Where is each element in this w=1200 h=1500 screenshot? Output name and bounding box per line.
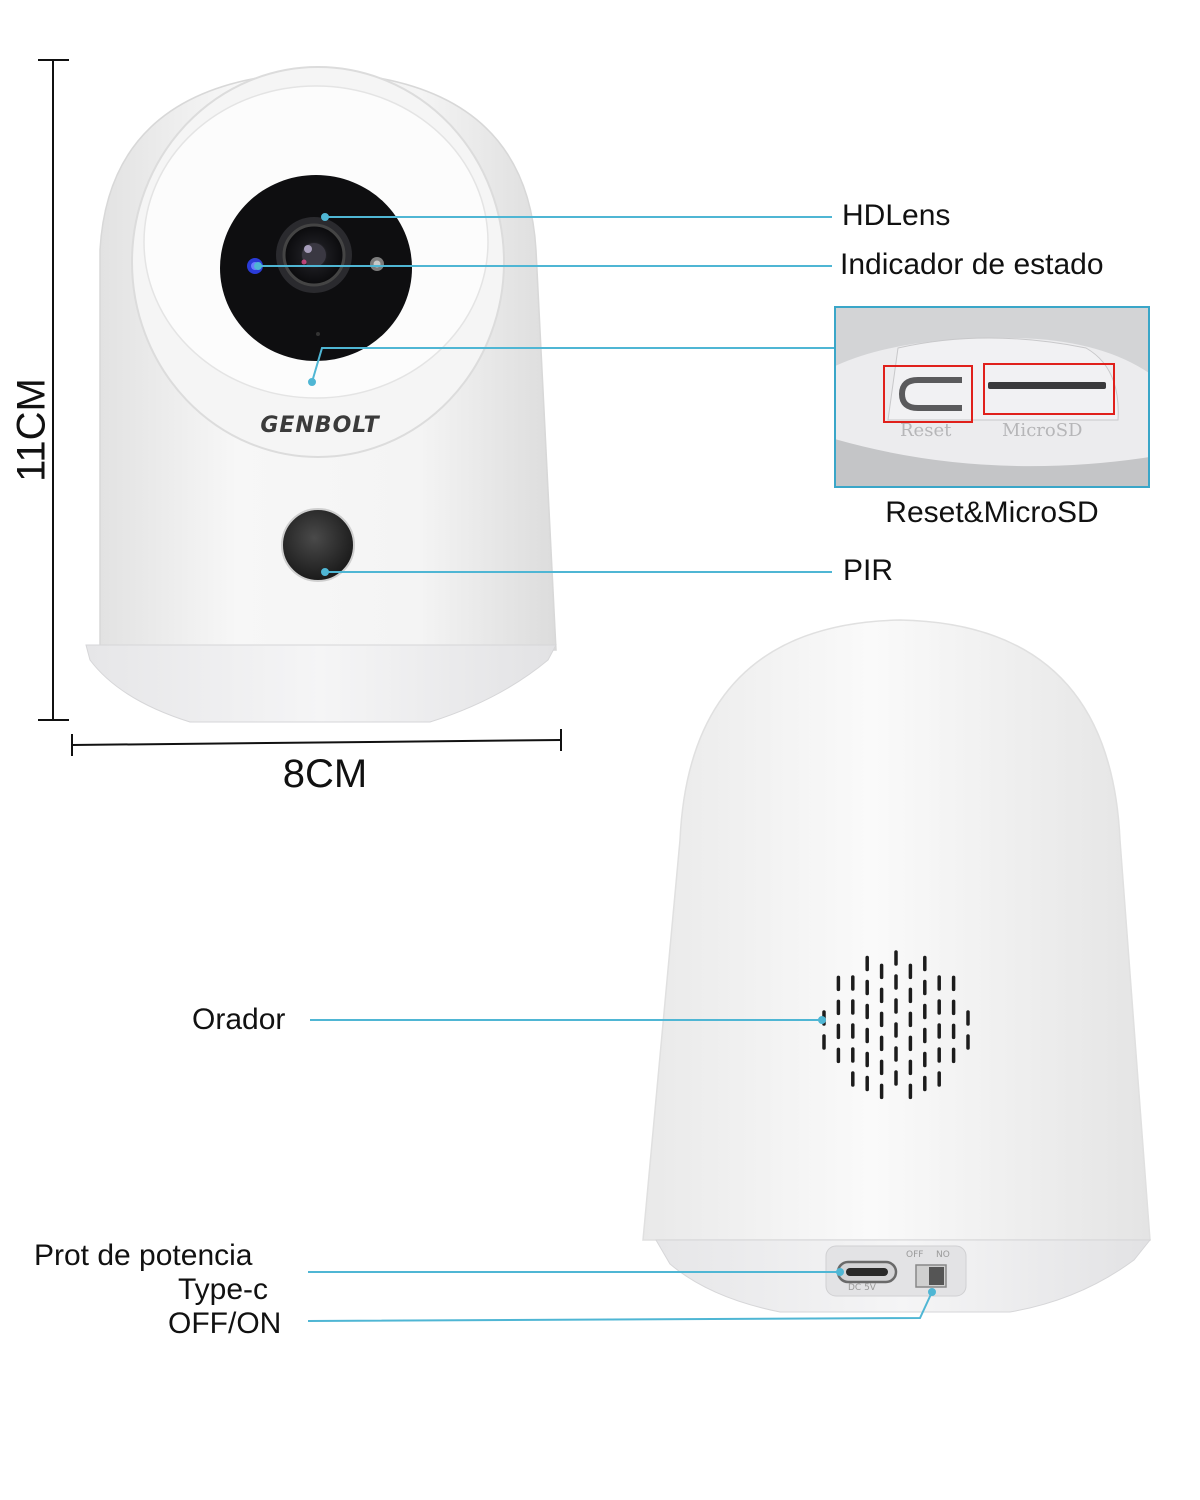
leader-reset-microsd [311, 347, 834, 383]
dc-label: DC 5V [848, 1283, 876, 1293]
pir-label: PIR [843, 554, 894, 587]
back-camera [642, 619, 1152, 1313]
front-camera [85, 66, 557, 723]
speaker-label: Orador [192, 1003, 286, 1036]
height-dimension-line [38, 59, 69, 721]
inset-illustration [836, 308, 1148, 486]
height-dimension-label: 11CM [9, 378, 54, 482]
switch-label: OFF/ON [168, 1307, 282, 1340]
brand-logo: GENBOLT [260, 413, 380, 438]
inset-microsd-label: MicroSD [1002, 420, 1083, 441]
power-port-label: Prot de potencia [34, 1239, 253, 1272]
height-dimension: 11CM [2, 300, 62, 560]
leader-lines [254, 213, 936, 1322]
width-dimension-label: 8CM [282, 752, 368, 796]
type-c-label: Type-c [178, 1273, 269, 1306]
on-label: NO [936, 1250, 950, 1260]
inset-reset-label: Reset [900, 420, 952, 441]
reset-microsd-inset: Reset MicroSD [834, 306, 1150, 488]
width-dimension-line [71, 729, 562, 756]
leader-switch [307, 1291, 933, 1322]
hd-lens-label: HDLens [842, 199, 951, 232]
off-label: OFF [906, 1250, 924, 1260]
reset-microsd-label: Reset&MicroSD [885, 496, 1099, 529]
status-indicator-label: Indicador de estado [840, 248, 1104, 281]
speaker-grille [822, 950, 970, 1100]
